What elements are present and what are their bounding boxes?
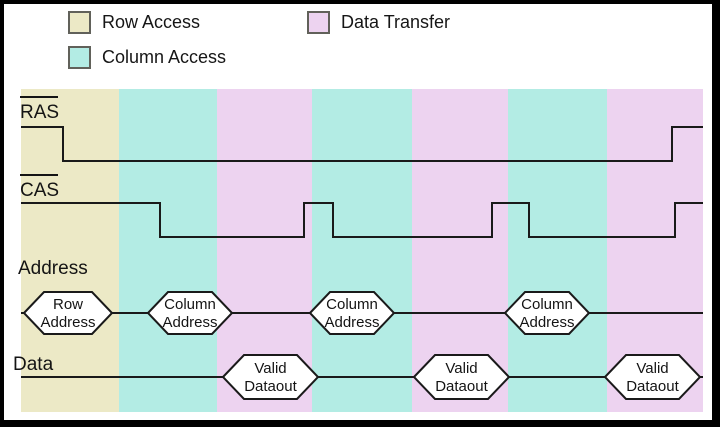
legend: Row Access Column Access Data Transfer	[0, 0, 720, 85]
signal-label-data: Data	[13, 354, 54, 375]
legend-swatch-data-transfer	[307, 11, 330, 34]
band-column-access	[312, 89, 412, 412]
hexagon-label-line: Column	[326, 296, 378, 313]
hexagon-label-line: Dataout	[435, 378, 488, 395]
hexagon-label-line: Dataout	[626, 378, 679, 395]
waveform-ras	[21, 126, 703, 162]
hexagon-label-line: Valid	[636, 360, 668, 377]
legend-item-column-access: Column Access	[68, 46, 226, 69]
hexagon-label-line: Address	[162, 314, 217, 331]
valid-hexagon-address	[308, 291, 396, 335]
valid-hexagon-address	[146, 291, 234, 335]
hexagon-label-line: Column	[521, 296, 573, 313]
band-row-access	[21, 89, 119, 412]
signal-label-cas: CAS	[20, 180, 59, 201]
hexagon-label-line: Dataout	[244, 378, 297, 395]
hexagon-label-line: Row	[53, 296, 83, 313]
legend-label-row-access: Row Access	[102, 12, 201, 32]
hexagon-label-line: Valid	[445, 360, 477, 377]
hexagon-label-line: Valid	[254, 360, 286, 377]
band-column-access	[508, 89, 607, 412]
valid-hexagon-data	[412, 354, 511, 400]
band-column-access	[119, 89, 217, 412]
waveform-cas	[21, 202, 703, 238]
signal-label-address: Address	[18, 258, 88, 279]
hexagon-label-line: Column	[164, 296, 216, 313]
legend-item-data-transfer: Data Transfer	[307, 11, 450, 34]
legend-item-row-access: Row Access	[68, 11, 200, 34]
valid-hexagon-data	[603, 354, 702, 400]
hexagon-label-line: Address	[519, 314, 574, 331]
legend-swatch-column-access	[68, 46, 91, 69]
hexagon-label-line: Address	[324, 314, 379, 331]
valid-hexagon-address	[22, 291, 114, 335]
legend-swatch-row-access	[68, 11, 91, 34]
legend-label-data-transfer: Data Transfer	[341, 12, 451, 32]
legend-label-column-access: Column Access	[102, 47, 227, 67]
valid-hexagon-data	[221, 354, 320, 400]
valid-hexagon-address	[503, 291, 591, 335]
hexagon-label-line: Address	[40, 314, 95, 331]
signal-label-ras: RAS	[20, 102, 59, 123]
